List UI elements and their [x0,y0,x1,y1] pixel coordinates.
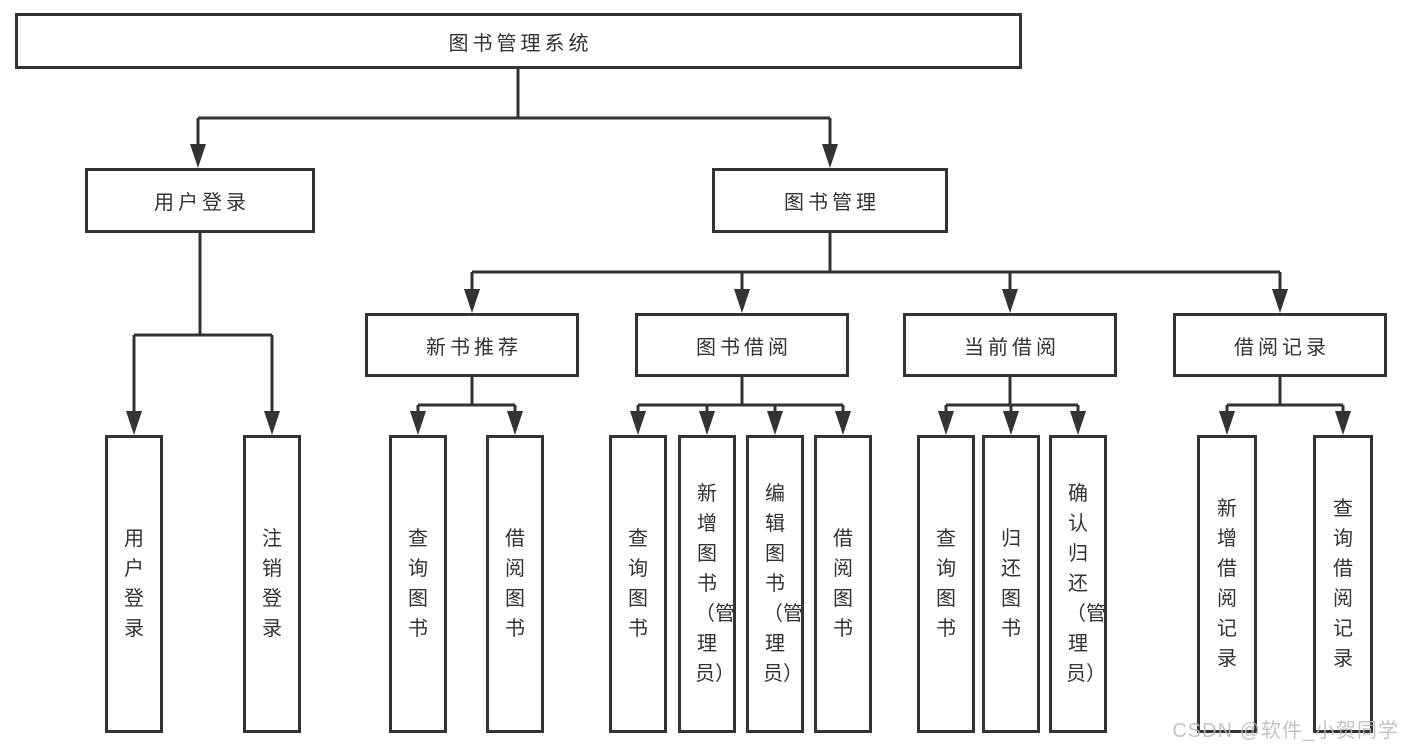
node-leaf-add-borrow-record: 新增借阅记录 [1197,435,1257,733]
node-label: 用户登录 [124,528,144,640]
arrow-icon [126,411,142,435]
node-label: 当前借阅 [964,336,1060,359]
node-leaf-logout: 注销登录 [243,435,301,733]
arrow-icon [1003,411,1019,435]
arrow-icon [264,411,280,435]
arrow-icon [1219,411,1235,435]
arrow-icon [822,144,838,168]
arrow-icon [734,289,750,313]
node-leaf-confirm-return-admin: 确认归还（管理员） [1049,435,1107,733]
node-label: 借阅记录 [1234,336,1330,359]
node-user-login: 用户登录 [85,168,315,233]
node-library-management-system: 图书管理系统 [15,13,1022,69]
arrow-icon [190,144,206,168]
node-label: 查询图书 [408,528,428,640]
arrow-icon [835,411,851,435]
node-label: 注销登录 [262,528,282,640]
arrow-icon [938,411,954,435]
connector-user-login-split [132,233,274,417]
node-label: 新增借阅记录 [1217,498,1237,670]
node-leaf-query-books-recommend: 查询图书 [389,435,447,733]
node-leaf-borrow-books: 借阅图书 [814,435,872,733]
node-leaf-query-borrow-record: 查询借阅记录 [1313,435,1373,733]
node-leaf-borrow-books-recommend: 借阅图书 [486,435,544,733]
node-leaf-user-login: 用户登录 [105,435,163,733]
arrow-icon [1070,411,1086,435]
node-leaf-query-books-current: 查询图书 [917,435,975,733]
node-label: 查询借阅记录 [1333,498,1353,670]
node-leaf-query-books-borrow: 查询图书 [609,435,667,733]
arrow-icon [699,411,715,435]
arrow-icon [1335,411,1351,435]
node-label: 图书管理 [784,192,880,214]
node-current-borrowing: 当前借阅 [903,313,1117,377]
connector-book-mgmt-split [470,233,1282,295]
node-label: 编辑图书（管理员） [763,483,803,685]
node-label: 确认归还（管理员） [1066,483,1106,685]
node-label: 查询图书 [936,528,956,640]
node-leaf-return-books: 归还图书 [982,435,1040,733]
arrow-icon [1002,289,1018,313]
node-leaf-edit-book-admin: 编辑图书（管理员） [746,435,804,733]
connector-root-split [196,68,832,150]
node-book-borrowing: 图书借阅 [635,313,849,377]
node-label: 查询图书 [628,528,648,640]
arrow-icon [1272,289,1288,313]
arrow-icon [507,411,523,435]
arrow-icon [410,411,426,435]
node-label: 借阅图书 [833,528,853,640]
node-book-management: 图书管理 [712,168,948,233]
node-new-book-recommendation: 新书推荐 [365,313,579,377]
node-label: 归还图书 [1001,528,1021,640]
node-label: 图书借阅 [696,336,792,359]
arrow-icon [630,411,646,435]
node-borrowing-records: 借阅记录 [1173,313,1387,377]
node-label: 新增图书（管理员） [695,483,735,685]
node-label: 借阅图书 [505,528,525,640]
node-label: 新书推荐 [426,336,522,359]
connector-records-split [1225,377,1345,417]
node-leaf-add-book-admin: 新增图书（管理员） [678,435,736,733]
connector-borrowing-split [636,377,845,417]
arrowheads [126,144,1351,435]
csdn-watermark: CSDN @软件_小贺同学 [1172,720,1399,742]
node-label: 图书管理系统 [448,32,593,55]
node-label: 用户登录 [154,192,250,214]
connector-new-book-split [416,377,517,417]
arrow-icon [767,411,783,435]
arrow-icon [464,289,480,313]
